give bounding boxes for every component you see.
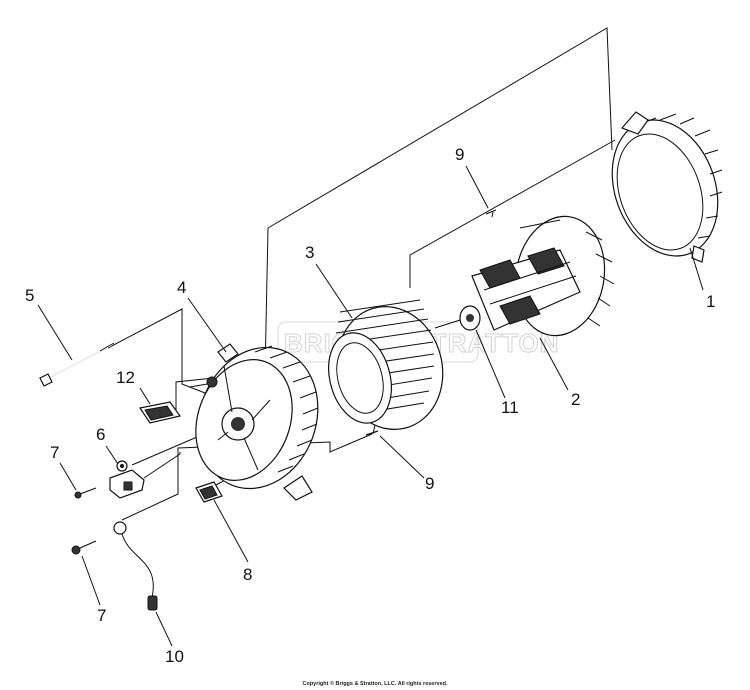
copyright-notice: Copyright © Briggs & Stratton, LLC. All … bbox=[302, 681, 448, 687]
part-9-dowel-lower bbox=[365, 430, 379, 436]
part-7-screw-lower bbox=[71, 540, 97, 555]
part-10-ground-wire bbox=[113, 521, 158, 611]
callout-12: 12 bbox=[116, 368, 135, 387]
part-2-rotor bbox=[459, 215, 615, 337]
callout-9-lower: 9 bbox=[425, 474, 434, 493]
callout-leaders bbox=[37, 165, 704, 647]
callout-1: 1 bbox=[706, 292, 715, 311]
callout-8: 8 bbox=[243, 565, 252, 584]
part-7-screw-upper bbox=[74, 487, 97, 499]
part-4-front-housing bbox=[195, 343, 319, 501]
part-3-stator bbox=[328, 299, 444, 430]
part-9-dowel-upper bbox=[485, 209, 497, 215]
callout-9-upper: 9 bbox=[455, 145, 464, 164]
callout-6: 6 bbox=[96, 425, 105, 444]
part-1-rear-housing bbox=[611, 111, 723, 263]
part-12-pad bbox=[139, 401, 182, 424]
callout-3: 3 bbox=[305, 243, 314, 262]
callout-4: 4 bbox=[177, 278, 186, 297]
callout-5: 5 bbox=[25, 286, 34, 305]
callout-2: 2 bbox=[571, 390, 580, 409]
callout-labels: 1 2 3 4 5 6 7 7 8 9 9 10 11 12 bbox=[25, 145, 715, 666]
callout-10: 10 bbox=[165, 647, 184, 666]
callout-11: 11 bbox=[501, 398, 519, 417]
callout-7-upper: 7 bbox=[50, 443, 59, 462]
part-5-through-bolt bbox=[39, 342, 115, 387]
callout-7-lower: 7 bbox=[97, 606, 106, 625]
part-6-brush-holder bbox=[109, 460, 145, 499]
part-8-terminal-block bbox=[195, 481, 223, 503]
